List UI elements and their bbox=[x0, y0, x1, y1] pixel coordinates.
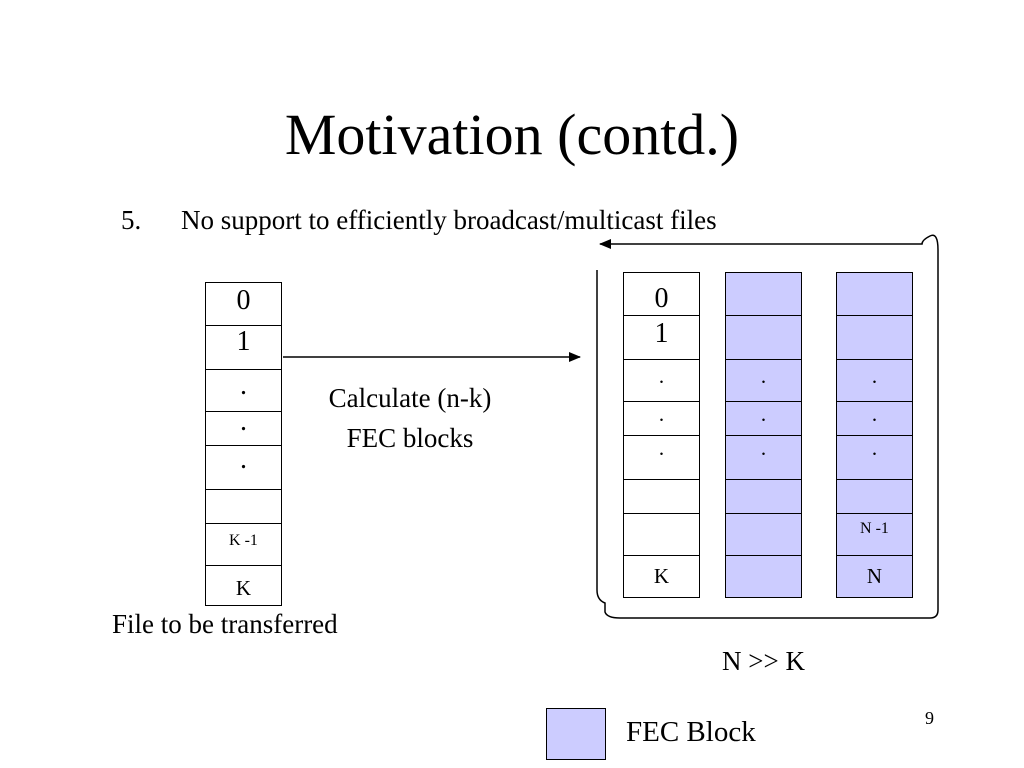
output-block-dot-2-label: . bbox=[658, 402, 665, 426]
output-block-empty-1 bbox=[624, 479, 699, 513]
fec2-block-dot-3-label: . bbox=[871, 436, 878, 460]
output-block-dot-1: . bbox=[624, 359, 699, 401]
fec1-block-dot-2-label: . bbox=[760, 402, 767, 426]
fec2-block-dot-2: . bbox=[837, 401, 912, 435]
output-block-dot-3-label: . bbox=[658, 436, 665, 460]
fec2-block-dot-1-label: . bbox=[871, 364, 878, 388]
fec1-block-dot-1-label: . bbox=[760, 364, 767, 388]
output-block-empty-2 bbox=[624, 513, 699, 555]
fec-process-line1: Calculate (n-k) bbox=[328, 383, 492, 413]
output-block-dot-1-label: . bbox=[658, 364, 665, 388]
file-block-0: 0 bbox=[206, 283, 281, 325]
fec1-block-dot-3-label: . bbox=[760, 436, 767, 460]
file-block-k: K bbox=[206, 565, 281, 607]
fec2-block-n: N bbox=[837, 555, 912, 599]
fec-process-line2: FEC blocks bbox=[346, 423, 474, 453]
file-block-dot-3: . bbox=[206, 444, 281, 489]
file-block-1: 1 bbox=[206, 325, 281, 369]
fec2-block-n-label: N bbox=[866, 564, 883, 588]
legend-fec-swatch bbox=[546, 708, 606, 760]
file-block-k-label: K bbox=[235, 576, 252, 600]
fec2-block-n-minus-1-label: N -1 bbox=[860, 520, 889, 537]
bullet-number: 5. bbox=[121, 205, 142, 235]
file-block-dot-3-label: . bbox=[240, 444, 247, 475]
slide-title: Motivation (contd.) bbox=[284, 102, 740, 167]
output-block-dot-3: . bbox=[624, 435, 699, 479]
output-block-k: K bbox=[624, 555, 699, 599]
output-block-k-label: K bbox=[653, 564, 670, 588]
fec1-block-dot-3: . bbox=[726, 435, 801, 479]
fec-column-2: . . . N -1 N bbox=[836, 272, 913, 598]
file-block-dot-2-label: . bbox=[240, 406, 247, 437]
fec2-block-n-minus-1: N -1 bbox=[837, 513, 912, 555]
output-data-column: 0 1 . . . K bbox=[623, 272, 700, 598]
output-block-dot-2: . bbox=[624, 401, 699, 435]
output-block-1-label: 1 bbox=[654, 318, 669, 349]
n-much-greater-k: N >> K bbox=[722, 646, 805, 676]
output-block-0-label: 0 bbox=[654, 283, 669, 314]
fec1-block-dot-1: . bbox=[726, 359, 801, 401]
fec1-block-empty-1 bbox=[726, 479, 801, 513]
output-bracket bbox=[596, 234, 939, 619]
file-block-dot-2: . bbox=[206, 406, 281, 445]
fec1-block-dot-2: . bbox=[726, 401, 801, 435]
file-blocks-column: 0 1 . . . K -1 K bbox=[205, 282, 282, 606]
output-block-1: 1 bbox=[624, 315, 699, 359]
fec2-block-dot-3: . bbox=[837, 435, 912, 479]
fec2-block-2 bbox=[837, 315, 912, 359]
fec2-block-dot-1: . bbox=[837, 359, 912, 401]
page-number: 9 bbox=[925, 708, 934, 728]
file-block-1-label: 1 bbox=[236, 326, 251, 357]
legend-fec-label: FEC Block bbox=[626, 716, 756, 748]
file-block-k-minus-1-label: K -1 bbox=[229, 532, 258, 549]
file-caption: File to be transferred bbox=[112, 609, 338, 639]
fec1-block-2 bbox=[726, 315, 801, 359]
fec-column-1: . . . bbox=[725, 272, 802, 598]
fec1-block-empty-2 bbox=[726, 513, 801, 555]
fec2-block-dot-2-label: . bbox=[871, 402, 878, 426]
fec1-block-last bbox=[726, 555, 801, 599]
file-block-dot-1: . bbox=[206, 369, 281, 411]
file-block-k-minus-1: K -1 bbox=[206, 523, 281, 565]
fec-process-label: Calculate (n-k) FEC blocks bbox=[290, 378, 530, 458]
fec2-block-empty bbox=[837, 479, 912, 513]
file-block-dot-1-label: . bbox=[240, 370, 247, 401]
file-block-empty bbox=[206, 489, 281, 523]
file-block-0-label: 0 bbox=[236, 285, 251, 316]
output-block-0: 0 bbox=[624, 273, 699, 315]
bullet-text: No support to efficiently broadcast/mult… bbox=[181, 205, 717, 235]
